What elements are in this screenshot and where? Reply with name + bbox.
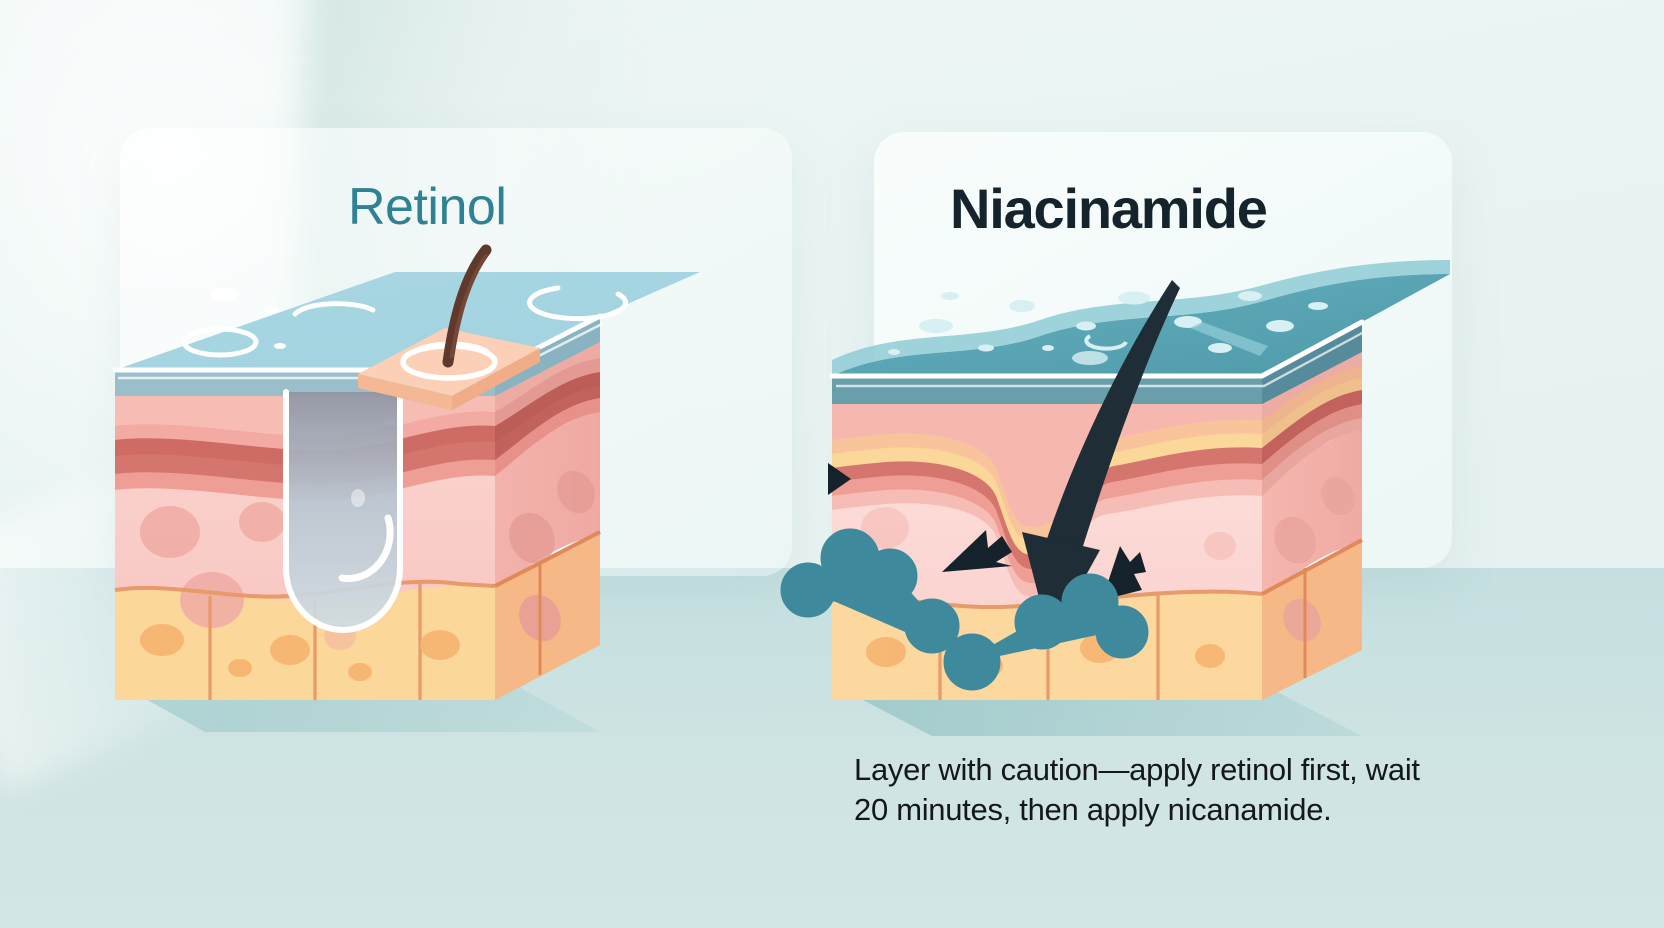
panel-title-niacinamide: Niacinamide: [950, 177, 1268, 240]
pore-cavity: [283, 389, 403, 633]
skin-block-niacinamide: [780, 260, 1510, 780]
skin-block-retinol: [40, 244, 800, 780]
panel-title-retinol: Retinol: [348, 178, 507, 236]
molecule-chain-right: [967, 573, 1149, 667]
side-face-layers: [494, 316, 601, 700]
uplift-arrow-left: [942, 530, 1012, 572]
hydrated-surface-slab: [829, 260, 1450, 404]
caption-line-2: 20 minutes, then apply nicanamide.: [854, 792, 1332, 827]
triangle-right-icon: [828, 463, 851, 495]
hydration-droplets: [888, 291, 1328, 365]
penetrating-arrow: [1022, 280, 1180, 640]
caption-text: Layer with caution—apply retinol first, …: [854, 750, 1494, 830]
molecule-chain-left: [780, 528, 1001, 691]
hair-follicle-strand: [442, 244, 492, 368]
caption-line-1: Layer with caution—apply retinol first, …: [854, 752, 1420, 787]
